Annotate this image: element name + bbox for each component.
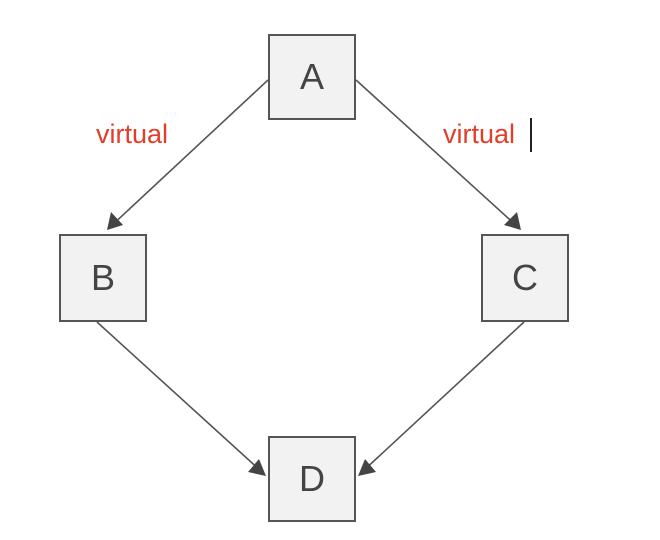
- node-a[interactable]: A: [268, 34, 356, 120]
- node-d[interactable]: D: [268, 436, 356, 522]
- edge-a-c[interactable]: [355, 79, 520, 229]
- edge-label-a-b[interactable]: virtual: [96, 119, 169, 149]
- edge-a-b[interactable]: [108, 79, 269, 229]
- arrowhead-b-d: [248, 459, 266, 476]
- arrowhead-c-d: [358, 459, 376, 476]
- node-b[interactable]: B: [59, 234, 147, 322]
- text-cursor: [530, 118, 532, 152]
- edge-c-d[interactable]: [361, 321, 525, 473]
- arrowhead-a-c: [504, 212, 521, 230]
- node-c[interactable]: C: [481, 234, 569, 322]
- edge-label-a-c[interactable]: virtual: [443, 119, 516, 149]
- arrowhead-a-b: [107, 212, 123, 230]
- edge-b-d[interactable]: [96, 321, 263, 473]
